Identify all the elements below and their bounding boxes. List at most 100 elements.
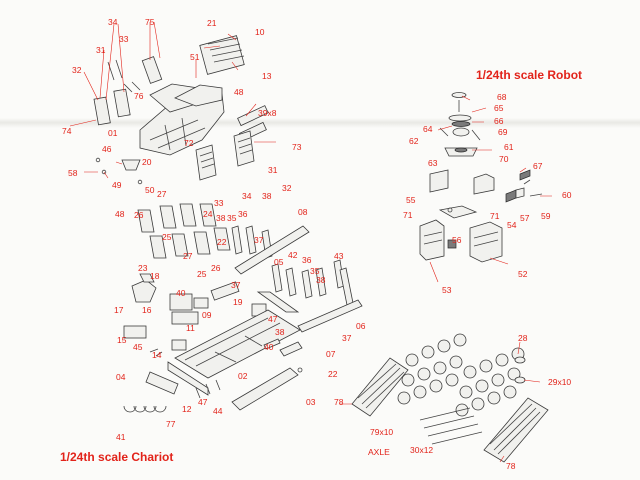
part-label: AXLE — [368, 447, 390, 457]
part-label: 17 — [114, 305, 124, 315]
part-label: 39x8 — [258, 108, 277, 118]
part-label: 08 — [298, 207, 308, 217]
part-label: 06 — [356, 321, 366, 331]
part-label: 22 — [328, 369, 338, 379]
part-label: 13 — [262, 71, 272, 81]
part-label: 26 — [211, 263, 221, 273]
part-label: 19 — [233, 297, 243, 307]
robot-title: 1/24th scale Robot — [476, 68, 583, 82]
tracks-and-wheels — [351, 333, 549, 463]
part-label: 48 — [234, 87, 244, 97]
hull-assembly — [93, 35, 269, 185]
part-label: 36 — [302, 255, 312, 265]
part-label: 29x10 — [548, 377, 572, 387]
part-label: 70 — [499, 154, 509, 164]
part-label: 76 — [134, 91, 144, 101]
part-label: 59 — [541, 211, 551, 221]
part-label: 52 — [518, 269, 528, 279]
part-label: 71 — [490, 211, 500, 221]
part-label: 77 — [166, 419, 176, 429]
part-label: 37 — [342, 333, 352, 343]
part-label: 46 — [102, 144, 112, 154]
part-label: 07 — [326, 349, 336, 359]
part-label: 43 — [334, 251, 344, 261]
part-label: 53 — [442, 285, 452, 295]
part-label: 22 — [217, 237, 227, 247]
part-label: 10 — [255, 27, 265, 37]
part-label: 54 — [507, 220, 517, 230]
part-label: 15 — [117, 335, 127, 345]
part-label: 12 — [182, 404, 192, 414]
part-label: 02 — [238, 371, 248, 381]
part-label: 61 — [504, 142, 514, 152]
part-label: 11 — [186, 323, 195, 333]
part-label: 33 — [119, 34, 129, 44]
part-label: 21 — [207, 18, 217, 28]
part-label: 38 — [216, 213, 226, 223]
part-label: 78 — [334, 397, 344, 407]
part-label: 69 — [498, 127, 508, 137]
part-label: 49 — [112, 180, 122, 190]
part-label: 55 — [406, 195, 416, 205]
part-label: 56 — [452, 235, 462, 245]
part-label: 27 — [157, 189, 167, 199]
part-label: 31 — [268, 165, 278, 175]
part-label: 31 — [96, 45, 106, 55]
part-label: 38 — [262, 191, 272, 201]
part-label: 58 — [68, 168, 78, 178]
part-label: 25 — [162, 232, 172, 242]
part-label: 09 — [202, 310, 212, 320]
part-label: 47 — [268, 314, 278, 324]
chariot-title: 1/24th scale Chariot — [60, 450, 174, 464]
part-label: 28 — [518, 333, 528, 343]
part-label: 05 — [274, 257, 284, 267]
part-label: 32 — [72, 65, 82, 75]
part-label: 35 — [310, 266, 320, 276]
part-label: 65 — [494, 103, 504, 113]
part-label: 34 — [242, 191, 252, 201]
part-label: 68 — [497, 92, 507, 102]
part-label: 27 — [183, 251, 193, 261]
part-label: 64 — [423, 124, 433, 134]
part-label: 73 — [292, 142, 302, 152]
part-label: 67 — [533, 161, 543, 171]
part-label: 75 — [145, 17, 155, 27]
part-label: 57 — [520, 213, 530, 223]
part-label: 18 — [150, 271, 160, 281]
wheel-array — [397, 333, 525, 417]
part-label: 25 — [197, 269, 207, 279]
part-label: 37 — [231, 280, 241, 290]
part-label: 78 — [506, 461, 516, 471]
part-label: 32 — [282, 183, 292, 193]
part-label: 03 — [306, 397, 316, 407]
part-label: 60 — [562, 190, 572, 200]
part-label: 62 — [409, 136, 419, 146]
part-label: 20 — [142, 157, 152, 167]
part-label: 71 — [403, 210, 413, 220]
part-label: 40 — [176, 288, 186, 298]
part-label: 79x10 — [370, 427, 394, 437]
part-label: 72 — [184, 138, 194, 148]
part-label: 63 — [428, 158, 438, 168]
part-label: 40 — [264, 342, 274, 352]
part-label: 41 — [116, 432, 126, 442]
part-label: 74 — [62, 126, 72, 136]
part-label: 34 — [108, 17, 118, 27]
part-label: 42 — [288, 250, 298, 260]
chassis — [123, 309, 303, 413]
part-label: 14 — [152, 350, 162, 360]
leader-lines — [69, 21, 552, 463]
part-label: 45 — [133, 342, 143, 352]
part-label: 26 — [134, 210, 144, 220]
part-label: 04 — [116, 372, 126, 382]
part-label: 35 — [227, 213, 237, 223]
robot-assembly — [419, 92, 543, 263]
part-label: 48 — [115, 209, 125, 219]
part-label: 47 — [198, 397, 208, 407]
part-label: 37 — [254, 235, 264, 245]
part-label: 30x12 — [410, 445, 434, 455]
part-label: 38 — [316, 275, 326, 285]
part-label: 24 — [203, 209, 213, 219]
linkage-parts — [123, 203, 363, 357]
